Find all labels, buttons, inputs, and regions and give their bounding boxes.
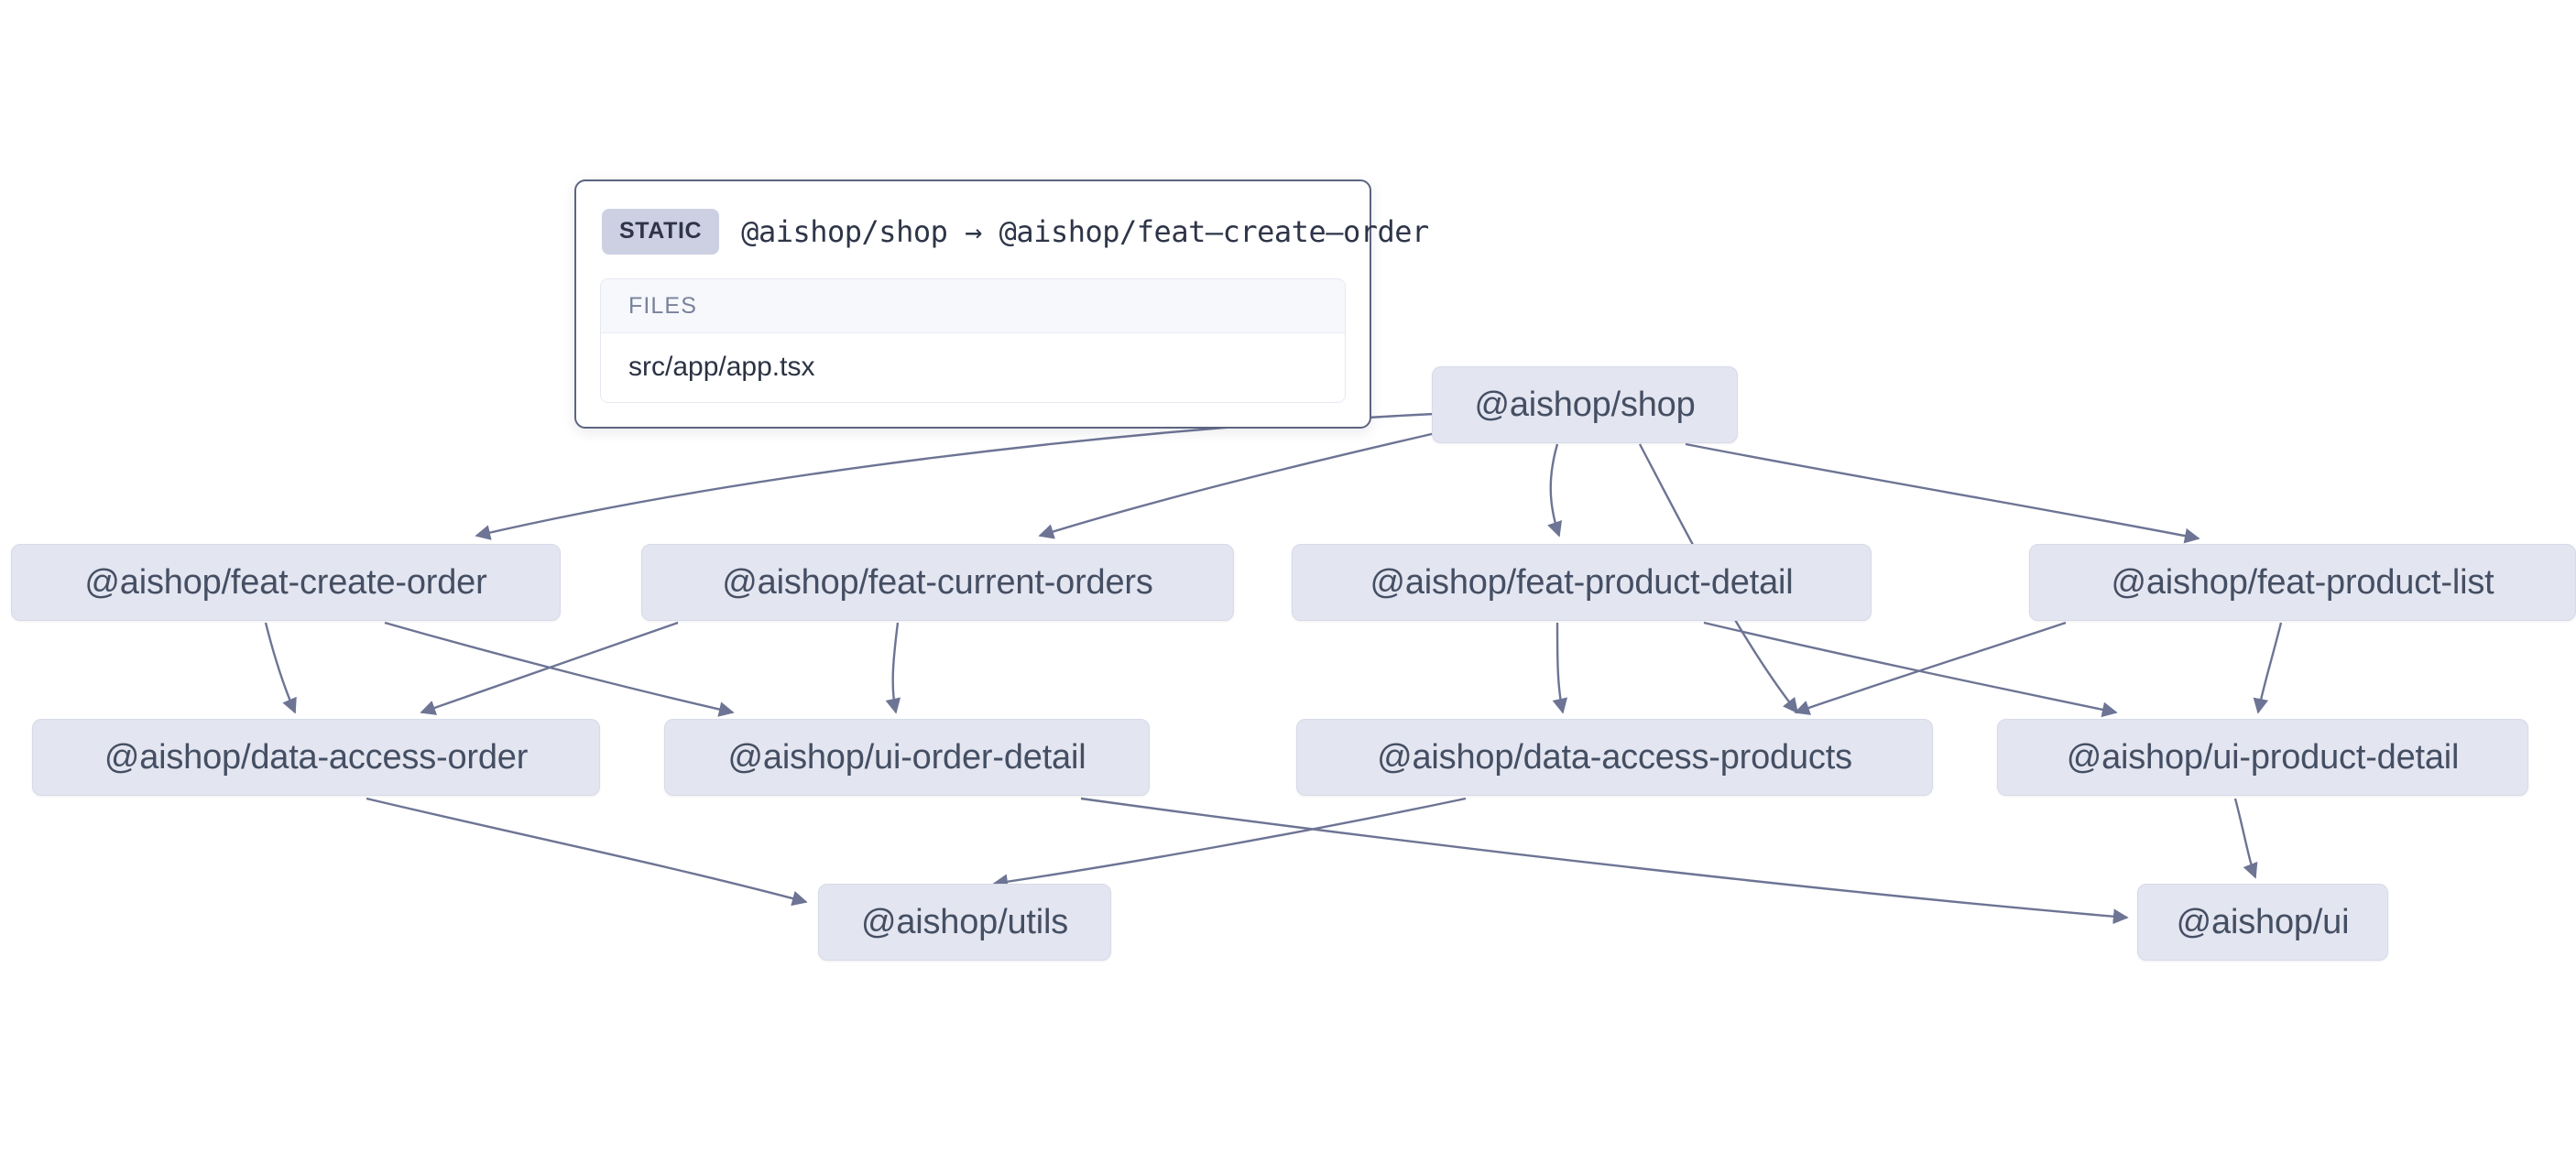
edge-shop-to-feat-product-detail <box>1547 443 1563 538</box>
dependency-detail-card[interactable]: STATIC @aishop/shop → @aishop/feat–creat… <box>574 179 1429 429</box>
card-header-row: STATIC @aishop/shop → @aishop/feat–creat… <box>600 203 1429 255</box>
files-list: src/app/app.tsx <box>601 333 1345 402</box>
edge-feat-current-orders-to-data-access-order <box>420 621 679 715</box>
graph-node-data-access-order[interactable]: @aishop/data-access-order <box>32 719 600 796</box>
file-row[interactable]: src/app/app.tsx <box>601 333 1345 402</box>
files-section-header: FILES <box>601 279 1345 333</box>
edge-shop-to-feat-product-list <box>1685 442 2200 544</box>
edge-feat-product-detail-to-data-access-products <box>1552 622 1568 714</box>
graph-node-ui-order-detail[interactable]: @aishop/ui-order-detail <box>664 719 1150 796</box>
graph-node-feat-create-order[interactable]: @aishop/feat-create-order <box>11 544 561 621</box>
edge-data-access-products-to-utils <box>992 797 1467 890</box>
edge-feat-product-list-to-data-access-products <box>1794 621 2067 715</box>
edge-feat-product-list-to-ui-product-detail <box>2253 622 2283 714</box>
graph-node-feat-current-orders[interactable]: @aishop/feat-current-orders <box>641 544 1234 621</box>
graph-node-feat-product-detail[interactable]: @aishop/feat-product-detail <box>1292 544 1872 621</box>
files-panel: FILES src/app/app.tsx <box>600 278 1346 403</box>
edge-feat-current-orders-to-ui-order-detail <box>885 622 901 714</box>
static-badge: STATIC <box>602 209 720 255</box>
edge-ui-order-detail-to-ui <box>1080 797 2129 925</box>
graph-node-utils[interactable]: @aishop/utils <box>818 884 1111 961</box>
edge-data-access-order-to-utils <box>366 797 808 907</box>
dependency-path-label: @aishop/shop → @aishop/feat–create–order <box>741 214 1429 249</box>
graph-node-ui[interactable]: @aishop/ui <box>2137 884 2388 961</box>
edge-shop-to-feat-current-orders <box>1038 429 1448 539</box>
edge-feat-create-order-to-ui-order-detail <box>384 621 735 717</box>
graph-node-shop[interactable]: @aishop/shop <box>1432 366 1738 443</box>
graph-node-feat-product-list[interactable]: @aishop/feat-product-list <box>2029 544 2576 621</box>
edge-ui-product-detail-to-ui <box>2233 798 2258 879</box>
edge-shop-to-feat-create-order <box>475 412 1435 540</box>
edge-feat-create-order-to-data-access-order <box>264 622 297 714</box>
edge-feat-product-detail-to-ui-product-detail <box>1703 621 2118 718</box>
graph-node-ui-product-detail[interactable]: @aishop/ui-product-detail <box>1997 719 2528 796</box>
graph-node-data-access-products[interactable]: @aishop/data-access-products <box>1296 719 1933 796</box>
